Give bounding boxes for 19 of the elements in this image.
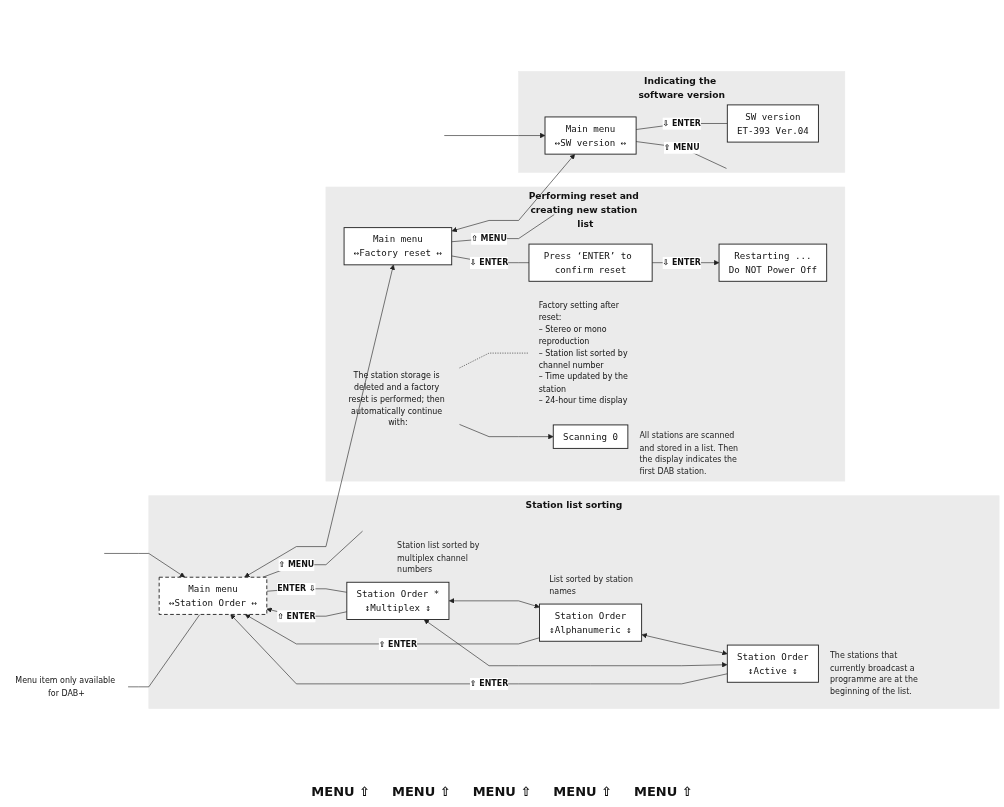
node-box: Station Order ↕Active ↕ (726, 644, 819, 683)
connector (262, 530, 363, 578)
key-label: MENU ⇧ (553, 784, 612, 799)
node-box: Main menu ↔SW version ↔ (544, 116, 637, 155)
node-box: SW version ET-393 Ver.04 (726, 104, 819, 143)
connector (127, 614, 201, 688)
key-label: MENU ⇧ (472, 784, 532, 799)
node-box: Press ‘ENTER’ to confirm reset (528, 243, 653, 282)
node-box: Main menu ↔Factory reset ↔ (343, 227, 453, 266)
key-label: MENU ⇧ (311, 784, 370, 799)
node-box: Restarting ... Do NOT Power Off (718, 243, 828, 282)
key-label: MENU ⇧ (634, 784, 693, 799)
node-box: Station Order ↕Alphanumeric ↕ (539, 603, 643, 642)
node-box: Main menu ↔Station Order ↔ (158, 576, 268, 615)
node-box: Scanning 0 (552, 424, 629, 449)
connector (635, 141, 727, 169)
key-label: MENU ⇧ (392, 784, 451, 799)
connector (459, 352, 530, 369)
node-box: Station Order * ↕Multiplex ↕ (346, 581, 450, 620)
